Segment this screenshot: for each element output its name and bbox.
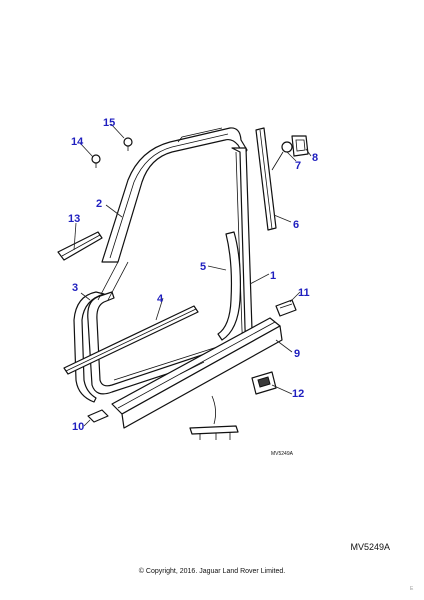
part-11-clip [275,299,297,317]
callout-7: 7 [295,160,301,172]
callout-10: 10 [72,421,84,433]
callout-12: 12 [292,388,304,400]
part-4-belt-seal [63,305,199,375]
callout-13: 13 [68,213,80,225]
figure-reference: MV5249A [350,542,390,552]
part-12-bracket [251,371,277,395]
part-6-pillar-seal [255,127,277,231]
part-7-clip [271,141,293,171]
part-10-end-cap [87,409,109,423]
callout-4: 4 [157,293,164,305]
part-13-trim-piece [57,231,103,261]
callout-5: 5 [200,261,206,273]
part-8-retainer [291,135,309,157]
part-14-screw [91,154,101,168]
callout-8: 8 [312,152,318,164]
callout-3: 3 [72,282,78,294]
callout-1: 1 [270,270,276,282]
callout-6: 6 [293,219,299,231]
part-3-pillar-seal [73,291,105,403]
part-9-sill-trim [111,317,283,429]
copyright-notice: © Copyright, 2016. Jaguar Land Rover Lim… [138,568,286,575]
sill-section-detail [189,395,239,440]
figure-ref-small: MV5249A [271,451,294,457]
part-5-curved-seal [217,231,241,341]
callout-labels: 1 2 3 4 5 6 7 8 9 10 11 12 13 14 15 [68,117,318,433]
corner-mark: E [410,586,414,592]
leader-lines [73,123,312,427]
callout-2: 2 [96,198,102,210]
callout-9: 9 [294,348,300,360]
callout-14: 14 [71,136,84,148]
callout-11: 11 [298,287,310,299]
part-2-door-frame-seal [101,127,248,263]
part-15-screw [123,137,133,151]
callout-15: 15 [103,117,115,129]
